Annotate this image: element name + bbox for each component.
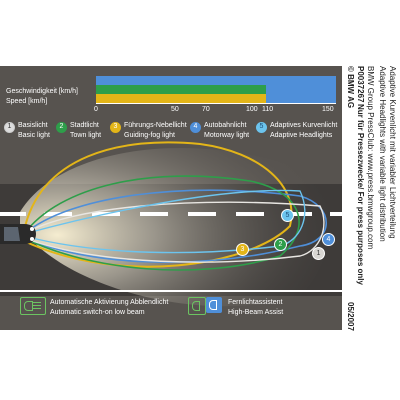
speed-axis: [96, 103, 336, 104]
speed-tick: 110: [262, 106, 274, 113]
speed-tick: 50: [171, 106, 179, 113]
date: 05/2007: [346, 302, 355, 331]
title-de: Adaptive Kurvenlicht mit variabler Licht…: [388, 66, 397, 239]
marker-town-icon: [56, 122, 67, 133]
photo-code: P0037267: [356, 66, 365, 103]
marker-basic-icon: [4, 122, 15, 133]
high-beam-assist-green-icon: [188, 297, 206, 315]
beam-marker-5: 5: [281, 209, 294, 222]
legend: 1 Basislicht Basic light 2 Stadtlicht To…: [4, 122, 342, 144]
beam-marker-2: 2: [274, 238, 287, 251]
beam-adaptive-light: [23, 189, 306, 254]
high-beam-assist-de: Fernlichtassistent: [228, 299, 283, 306]
beam-marker-4: 4: [322, 233, 335, 246]
title-en: Adaptive Headlights with variable light …: [378, 66, 387, 242]
copyright: © BMW AG: [346, 66, 355, 109]
beam-fog-light: [23, 141, 293, 268]
marker-motorway-icon: [190, 122, 201, 133]
speed-bar-fog: [96, 94, 266, 103]
car: [0, 224, 36, 244]
speed-tick: 70: [202, 106, 210, 113]
high-beam-assist-en: High-Beam Assist: [228, 309, 284, 316]
marker-adaptive-icon: [256, 122, 267, 133]
speed-tick: 150: [322, 106, 334, 113]
speed-bar-highway: [266, 94, 336, 103]
speed-label-en: Speed [km/h]: [6, 98, 48, 105]
beam-motorway-light: [23, 189, 327, 263]
headlight-diagram-panel: Geschwindigkeit [km/h] Speed [km/h] 0 50…: [0, 66, 342, 330]
press-notice: Nur für Pressezwecke/ For press purposes…: [356, 104, 365, 285]
beam-basic-light: [23, 201, 325, 263]
speed-tick: 0: [94, 106, 98, 113]
speed-chart: [96, 76, 336, 112]
high-beam-assist-blue-icon: [206, 297, 222, 313]
speed-label-de: Geschwindigkeit [km/h]: [6, 88, 78, 95]
marker-fog-icon: [110, 122, 121, 133]
auto-low-beam-de: Automatische Aktivierung Abblendlicht: [50, 299, 169, 306]
beam-marker-1: 1: [312, 247, 325, 260]
side-caption: Adaptive Kurvenlicht mit variabler Licht…: [342, 66, 400, 331]
auto-low-beam-en: Automatic switch-on low beam: [50, 309, 145, 316]
speed-bar-town: [96, 85, 266, 94]
press-url: BMW Group PressClub: www.press.bmwgroup.…: [366, 66, 375, 250]
beam-town-light: [23, 175, 300, 271]
beam-marker-3: 3: [236, 243, 249, 256]
speed-bar-motorway: [96, 76, 336, 85]
low-beam-auto-icon: [20, 297, 46, 315]
speed-tick: 100: [246, 106, 258, 113]
